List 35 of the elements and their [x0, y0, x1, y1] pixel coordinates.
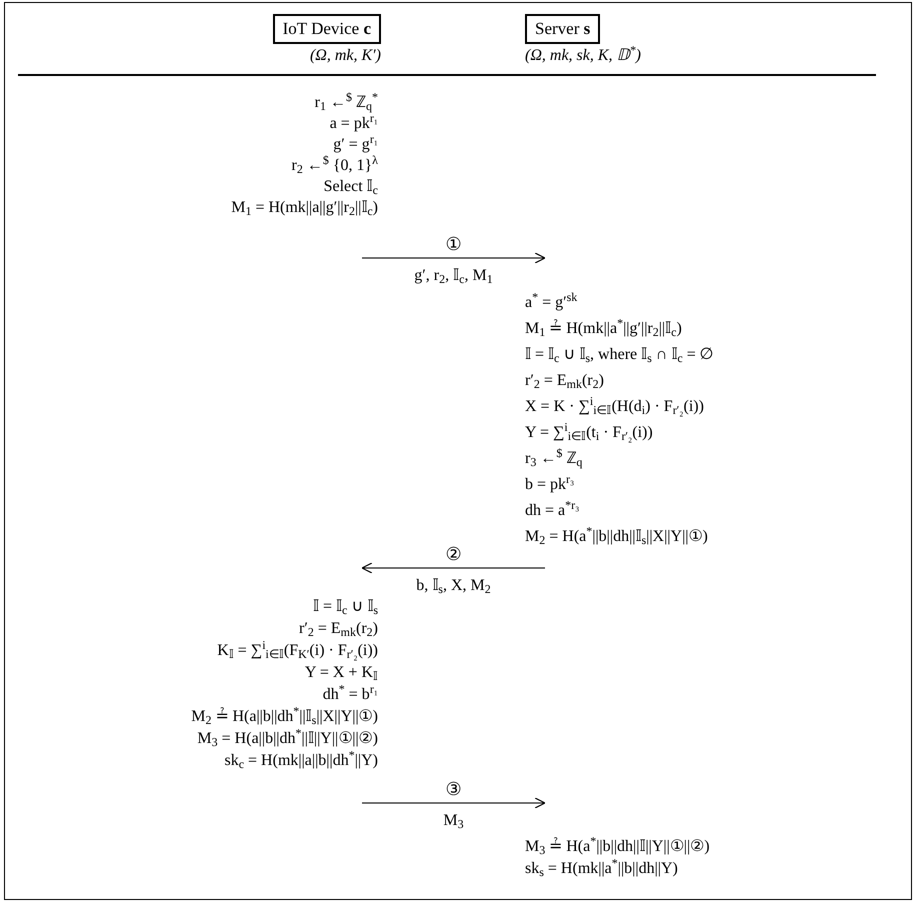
equation: g′ = g$^{r₁}$ — [333, 134, 378, 155]
equation: M$_{2}$ = H(a$^{*}$||b||dh||𝕀$_{s}$||X||Y||①) — [525, 524, 708, 549]
equation: r′$_{2}$ = E$_{mk}$(r$_{2}$) — [525, 371, 604, 393]
equation: a = pk$^{r₁}$ — [330, 113, 378, 134]
step-number: ② — [446, 544, 462, 564]
party-box: IoT Device c — [272, 14, 381, 44]
equation: r′$_{2}$ = E$_{mk}$(r$_{2}$) — [299, 619, 378, 640]
message-arrow — [362, 797, 546, 809]
message-arrow — [362, 252, 546, 264]
equation: r$_{2}$ ←$^{$}$ {0, 1}$^{λ}$ — [291, 155, 378, 176]
equation: Y = X + K$_{𝕀}$ — [304, 663, 378, 684]
step-number: ③ — [446, 779, 462, 799]
key-tuple: (Ω, mk, K′) — [310, 46, 381, 66]
equation: M$_{1}$ ≟ H(mk||a$^{*}$||g′||r$_{2}$||𝕀$_{c}$) — [525, 316, 682, 341]
equation: K$_{𝕀}$ = ∑$^{i}$$_{i∈𝕀}$(F$_{K′}$(i) · F$_{r′₂}$(i)) — [217, 640, 378, 662]
equation: b = pk$^{r₃}$ — [525, 472, 574, 495]
equation: 𝕀 = 𝕀$_{c}$ ∪ 𝕀$_{s}$, where 𝕀$_{s}$ ∩ 𝕀$_{c}$ = ∅ — [525, 345, 714, 367]
step-number: ① — [446, 234, 462, 254]
equation: Y = ∑$^{i}$$_{i∈𝕀}$(t$_{i}$ · F$_{r′₂}$(i)) — [525, 420, 653, 445]
message-arrow — [361, 562, 546, 574]
equation: dh$^{*}$ = b$^{r₁}$ — [322, 684, 378, 705]
equation: M$_{3}$ ≟ H(a$^{*}$||b||dh||𝕀||Y||①||②) — [525, 836, 710, 858]
equation: Select 𝕀$_{c}$ — [324, 177, 378, 197]
equation: r$_{3}$ ←$^{$}$ ℤ$_{q}$ — [525, 446, 582, 471]
equation: 𝕀 = 𝕀$_{c}$ ∪ 𝕀$_{s}$ — [312, 597, 378, 618]
party-box: Server s — [525, 14, 600, 44]
equation: M$_{1}$ = H(mk||a||g′||r$_{2}$||𝕀$_{c}$) — [231, 198, 378, 218]
equation: sk$_{c}$ = H(mk||a||b||dh$^{*}$||Y) — [224, 750, 378, 772]
equation: a$^{*}$ = g′$^{sk}$ — [525, 290, 578, 313]
equation: M$_{3}$ = H(a||b||dh$^{*}$||𝕀||Y||①||②) — [197, 728, 378, 750]
equation: X = K · ∑$^{i}$$_{i∈𝕀}$(H(d$_{i}$) · F$_{r′₂}$(i)) — [525, 394, 704, 419]
equation: dh = a$^{*r₃}$ — [525, 498, 580, 521]
key-tuple: (Ω, mk, sk, K, 𝔻$^{*}$) — [525, 46, 641, 66]
equation: sk$_{s}$ = H(mk||a$^{*}$||b||dh||Y) — [525, 858, 678, 880]
equation: M$_{2}$ ≟ H(a||b||dh$^{*}$||𝕀$_{s}$||X||Y||①) — [191, 706, 378, 728]
